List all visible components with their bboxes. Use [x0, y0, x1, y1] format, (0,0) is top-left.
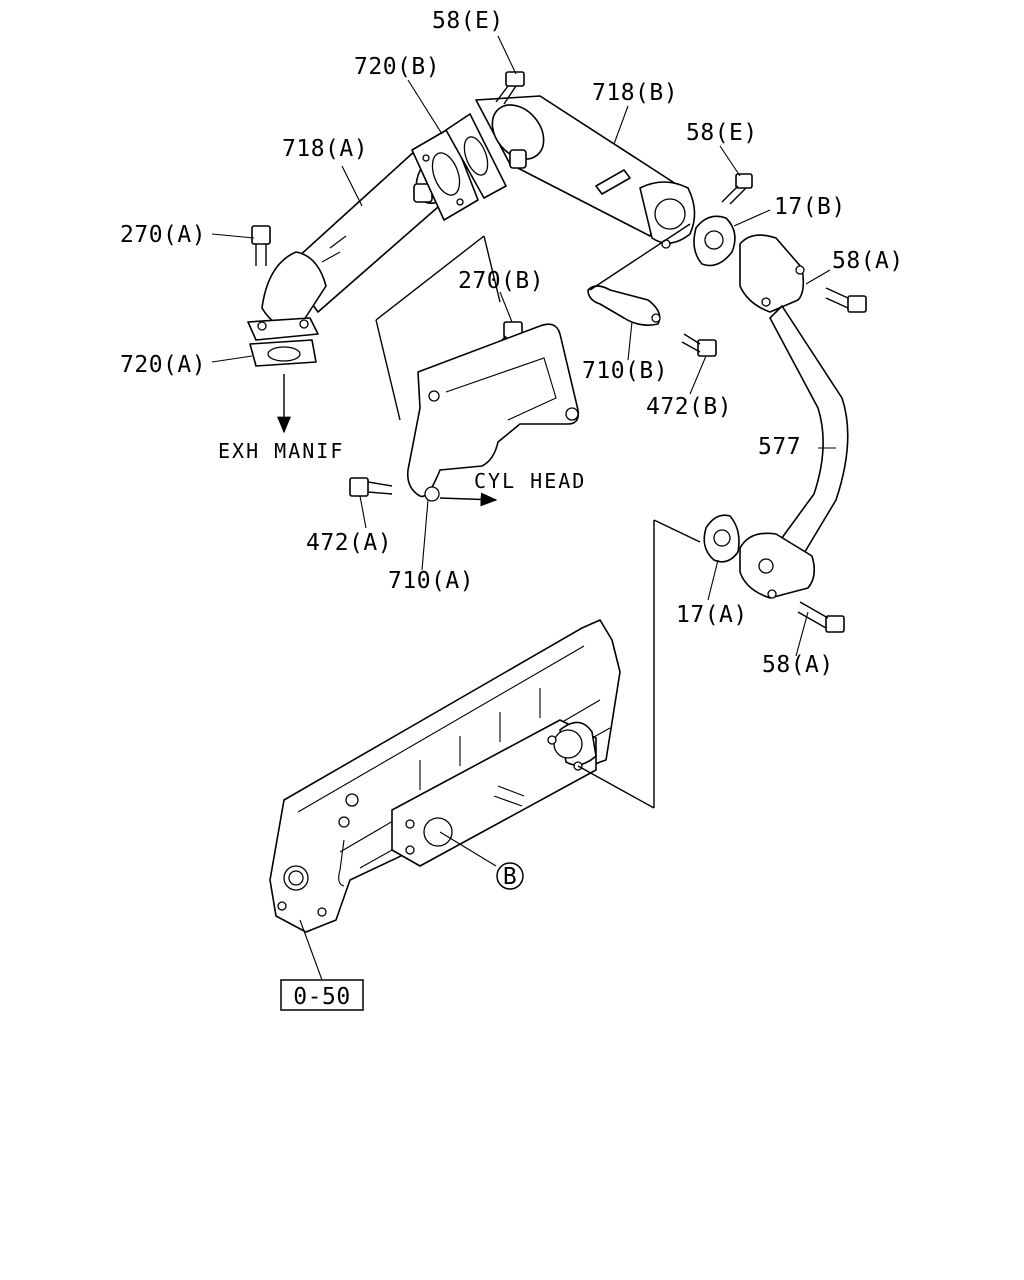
label-577: 577	[758, 434, 801, 460]
gasket-17b	[693, 215, 736, 267]
bracket-710a	[406, 323, 580, 502]
egr-tube-577	[739, 234, 849, 599]
direction-notes: EXH MANIF CYL HEAD	[218, 439, 586, 493]
gasket-720b	[411, 127, 479, 221]
note-cyl-head: CYL HEAD	[474, 469, 586, 493]
ref-box-0-50: 0-50	[280, 979, 364, 1011]
leader-lines	[211, 35, 836, 981]
label-472b: 472(B)	[646, 394, 732, 420]
bracket-710b	[587, 285, 661, 326]
egr-cooler-pipe-718b	[475, 95, 696, 249]
callout-b: B	[496, 862, 524, 890]
label-17b: 17(B)	[774, 194, 846, 220]
label-270a: 270(A)	[120, 222, 206, 248]
bolt-58a-top	[825, 287, 867, 313]
bolt-58e-right	[721, 173, 753, 205]
bolt-58a-bottom	[797, 601, 845, 633]
label-58e-top: 58(E)	[432, 8, 504, 34]
label-720a: 720(A)	[120, 352, 206, 378]
label-472a: 472(A)	[306, 530, 392, 556]
gasket-720a	[249, 339, 317, 367]
label-718b: 718(B)	[592, 80, 678, 106]
direction-arrows	[277, 374, 498, 507]
label-17a: 17(A)	[676, 602, 748, 628]
label-710a: 710(A)	[388, 568, 474, 594]
gasket-17a	[703, 514, 740, 563]
egr-cooler-pipe-718a	[247, 148, 465, 341]
egr-cooler-block	[269, 619, 621, 933]
ref-box-label: 0-50	[293, 984, 350, 1010]
label-270b: 270(B)	[458, 268, 544, 294]
part-labels: 58(E) 720(B) 718(B) 58(E) 718(A) 17(B) 2…	[120, 8, 904, 678]
label-710b: 710(B)	[582, 358, 668, 384]
bolt-270a	[251, 225, 271, 266]
label-58e-right: 58(E)	[686, 120, 758, 146]
label-58a-top: 58(A)	[832, 248, 904, 274]
note-exh-manif: EXH MANIF	[218, 439, 344, 463]
bolt-472b	[681, 333, 717, 357]
callout-b-letter: B	[503, 864, 517, 890]
flange-plate-upper	[445, 113, 507, 199]
bolt-472a	[349, 477, 393, 497]
label-718a: 718(A)	[282, 136, 368, 162]
label-720b: 720(B)	[354, 54, 440, 80]
cyl-head-arrow	[439, 492, 498, 507]
label-58a-bottom: 58(A)	[762, 652, 834, 678]
